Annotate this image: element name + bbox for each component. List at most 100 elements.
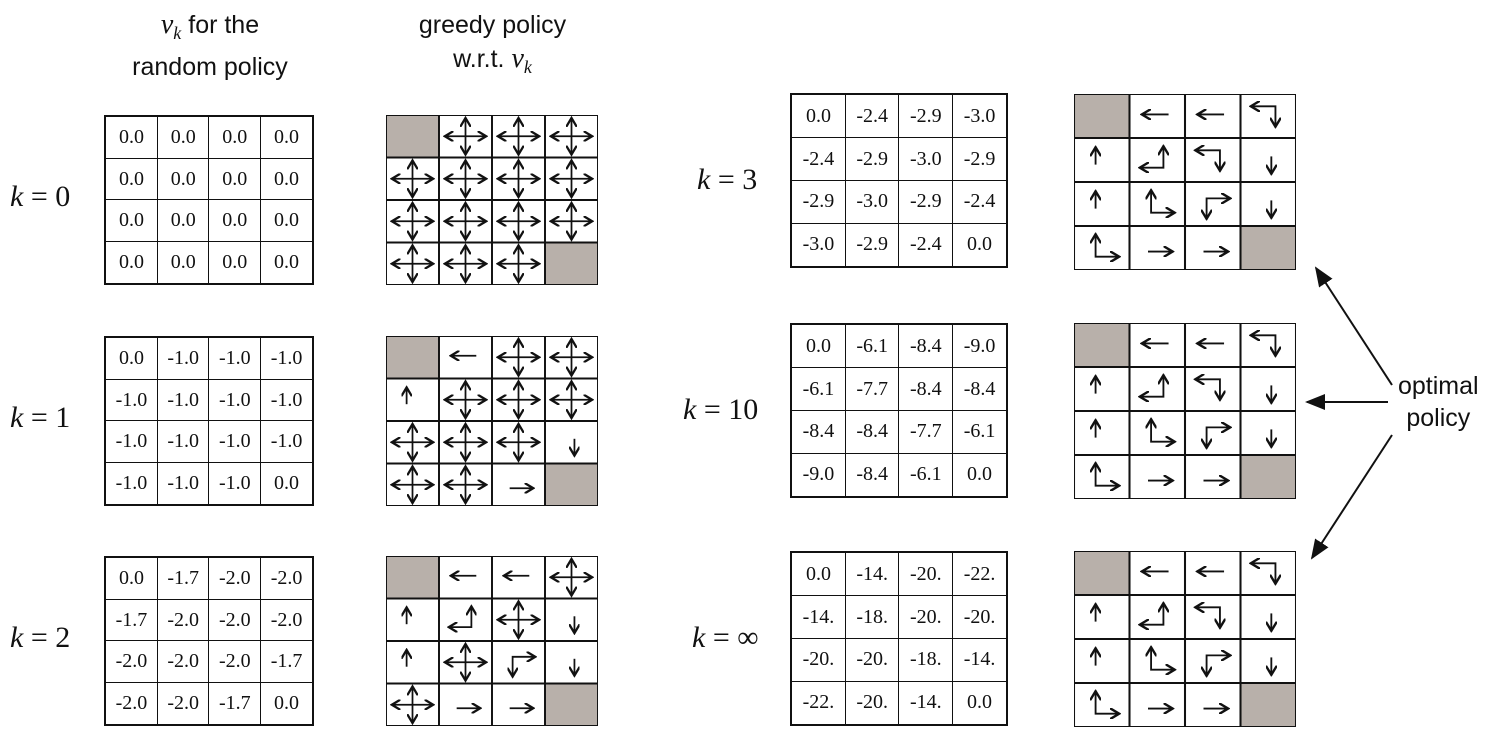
annotation-line-2: policy <box>1406 404 1471 432</box>
value-cell: -8.4 <box>898 367 954 411</box>
value-cell: -20. <box>844 637 900 682</box>
header-text-2: w.r.t. <box>453 45 512 73</box>
k-label: k = 0 <box>10 180 71 213</box>
arrow-down-right-icon <box>1207 655 1231 675</box>
terminal-cell <box>1240 226 1296 270</box>
value-cell: 0.0 <box>104 241 158 285</box>
k-value: 0 <box>55 180 71 213</box>
arrow-left-down-icon <box>1195 379 1220 399</box>
policy-grid <box>1074 94 1296 270</box>
value-cell: 0.0 <box>156 157 210 201</box>
value-cell: -1.7 <box>208 682 262 726</box>
value-cell: -2.0 <box>104 682 158 726</box>
four-way-arrow-icon <box>498 424 539 461</box>
value-cell: -8.4 <box>844 409 900 454</box>
value-cell: -3.0 <box>952 93 1008 139</box>
value-cell: -20. <box>952 595 1008 639</box>
value-cell: -1.0 <box>156 420 210 464</box>
arrow-left-down-icon <box>1251 563 1276 583</box>
value-cell: 0.0 <box>208 157 261 201</box>
value-grid: 0.0-1.0-1.0-1.0-1.0-1.0-1.0-1.0-1.0-1.0-… <box>104 336 314 506</box>
value-cell: -1.0 <box>156 462 210 506</box>
value-cell: -7.7 <box>898 409 954 454</box>
terminal-cell <box>1240 683 1296 727</box>
optimal-policy-label: optimal policy <box>1398 370 1479 434</box>
value-cell: -9.0 <box>952 323 1008 369</box>
terminal-cell <box>386 556 439 599</box>
value-cell: -20. <box>898 595 954 639</box>
k-subscript: k <box>173 23 182 43</box>
value-cell: -9.0 <box>790 452 846 498</box>
value-cell: -2.9 <box>898 179 954 224</box>
k-symbol: k <box>10 180 24 213</box>
terminal-cell <box>386 336 439 379</box>
arrow-down-right-icon <box>1207 427 1231 447</box>
value-row: -1.7-2.0-2.0-2.0 <box>104 598 314 642</box>
value-cell: -2.0 <box>208 640 262 684</box>
arrow-left-down-icon <box>1251 335 1276 355</box>
value-cell: -2.0 <box>208 556 262 600</box>
value-cell: -2.0 <box>260 556 314 600</box>
four-way-arrow-icon <box>392 466 433 503</box>
value-cell: -3.0 <box>844 179 900 224</box>
value-cell: -2.9 <box>790 179 846 224</box>
value-cell: -1.7 <box>260 640 314 684</box>
arrow-up-right-icon <box>1151 190 1175 213</box>
value-cell: -2.4 <box>844 93 900 139</box>
value-cell: -1.0 <box>260 336 314 380</box>
four-way-arrow-icon <box>551 381 592 418</box>
four-way-arrow-icon <box>445 466 486 503</box>
k-value: 1 <box>55 401 71 434</box>
four-way-arrow-icon <box>392 686 433 723</box>
value-cell: -20. <box>790 637 846 682</box>
value-cell: -2.4 <box>952 179 1008 224</box>
arrow-down-right-icon <box>513 657 536 677</box>
arrow-down-right-icon <box>1207 198 1231 218</box>
value-row: -2.0-2.0-2.0-1.7 <box>104 640 314 684</box>
k-symbol: k <box>692 621 706 654</box>
four-way-arrow-icon <box>551 118 592 155</box>
value-row: -1.0-1.0-1.0-1.0 <box>104 378 314 422</box>
value-cell: -20. <box>844 680 900 726</box>
arrow-up-right-icon <box>1151 419 1175 442</box>
value-row: -8.4-8.4-7.7-6.1 <box>790 409 1008 454</box>
arrow-left-up-icon <box>449 606 472 627</box>
four-way-arrow-icon <box>445 203 486 240</box>
value-cell: 0.0 <box>104 336 158 380</box>
value-cell: -2.9 <box>898 93 954 139</box>
value-cell: 0.0 <box>104 157 158 201</box>
four-way-arrow-icon <box>498 601 539 638</box>
four-way-arrow-icon <box>498 245 539 282</box>
arrow-left-down-icon <box>1195 607 1220 627</box>
arrow-to-kinf <box>1310 434 1393 560</box>
terminal-cell <box>1240 455 1296 499</box>
value-grid: 0.0-2.4-2.9-3.0-2.4-2.9-3.0-2.9-2.9-3.0-… <box>790 93 1008 268</box>
header-greedy: greedy policy w.r.t. vk <box>380 8 605 84</box>
value-cell: -3.0 <box>898 137 954 181</box>
terminal-cell <box>386 115 439 158</box>
k-label: k = 1 <box>10 401 71 434</box>
value-cell: -2.0 <box>156 598 210 642</box>
k-symbol: k <box>10 621 24 654</box>
k-value: 3 <box>742 163 758 196</box>
value-grid: 0.0-1.7-2.0-2.0-1.7-2.0-2.0-2.0-2.0-2.0-… <box>104 556 314 726</box>
terminal-cell <box>1074 94 1130 138</box>
value-cell: -22. <box>952 551 1008 597</box>
header-text: greedy policy <box>418 11 567 39</box>
value-cell: -2.0 <box>156 640 210 684</box>
value-cell: -1.0 <box>104 378 158 422</box>
value-row: 0.0-1.0-1.0-1.0 <box>104 336 314 380</box>
value-grid: 0.0-6.1-8.4-9.0-6.1-7.7-8.4-8.4-8.4-8.4-… <box>790 323 1008 498</box>
k-subscript: k <box>523 57 532 77</box>
terminal-cell <box>1074 323 1130 367</box>
value-cell: -18. <box>898 637 954 682</box>
policy-grid <box>386 336 598 506</box>
value-cell: -1.0 <box>104 462 158 506</box>
terminal-cell <box>545 463 598 506</box>
arrow-to-k3 <box>1314 266 1393 386</box>
value-cell: 0.0 <box>259 199 314 243</box>
